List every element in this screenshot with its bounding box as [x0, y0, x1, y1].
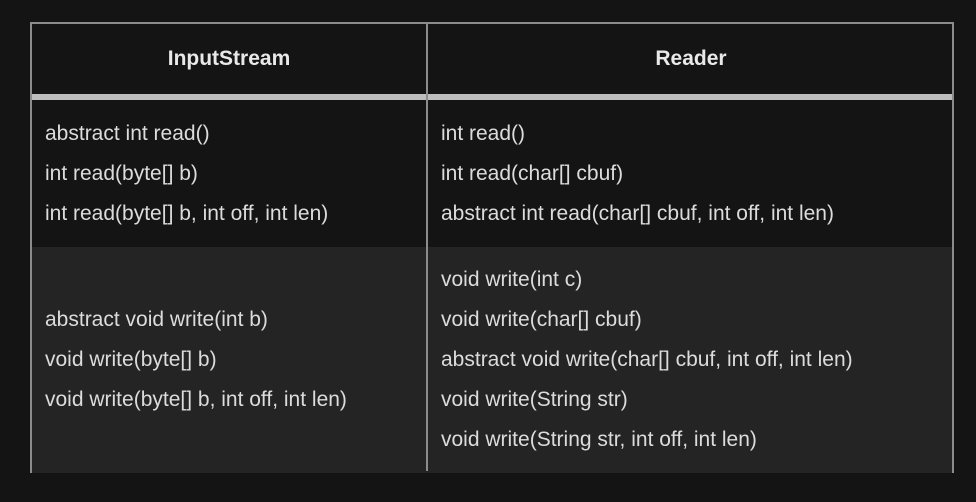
cell-inputstream-read: abstract int read() int read(byte[] b) i…	[32, 100, 426, 247]
table-row-write: abstract void write(int b) void write(by…	[32, 247, 952, 473]
method-line: int read(char[] cbuf)	[441, 161, 624, 185]
method-line: abstract int read(char[] cbuf, int off, …	[441, 201, 834, 225]
cell-reader-read: int read() int read(char[] cbuf) abstrac…	[428, 100, 954, 247]
method-line: void write(int c)	[441, 268, 583, 291]
method-line: void write(String str, int off, int len)	[441, 428, 757, 451]
method-line: int read(byte[] b)	[45, 161, 198, 185]
cell-reader-write: void write(int c) void write(char[] cbuf…	[428, 247, 954, 473]
cell-inputstream-write: abstract void write(int b) void write(by…	[32, 247, 426, 473]
table-row-read: abstract int read() int read(byte[] b) i…	[32, 100, 952, 247]
method-line: void write(char[] cbuf)	[441, 308, 642, 331]
method-line: void write(byte[] b)	[45, 348, 217, 371]
header-inputstream: InputStream	[167, 47, 291, 70]
method-line: abstract void write(int b)	[45, 308, 268, 331]
comparison-table: InputStream Reader abstract int read() i…	[30, 22, 954, 473]
method-line: void write(String str)	[441, 388, 628, 411]
table-header: InputStream Reader	[32, 24, 952, 94]
method-line: abstract void write(char[] cbuf, int off…	[441, 348, 853, 371]
method-line: void write(byte[] b, int off, int len)	[45, 388, 347, 411]
column-divider	[426, 24, 428, 471]
header-separator	[32, 94, 952, 100]
method-line: int read(byte[] b, int off, int len)	[45, 201, 329, 225]
method-line: int read()	[441, 121, 526, 145]
header-reader: Reader	[655, 47, 727, 70]
method-line: abstract int read()	[45, 121, 210, 145]
